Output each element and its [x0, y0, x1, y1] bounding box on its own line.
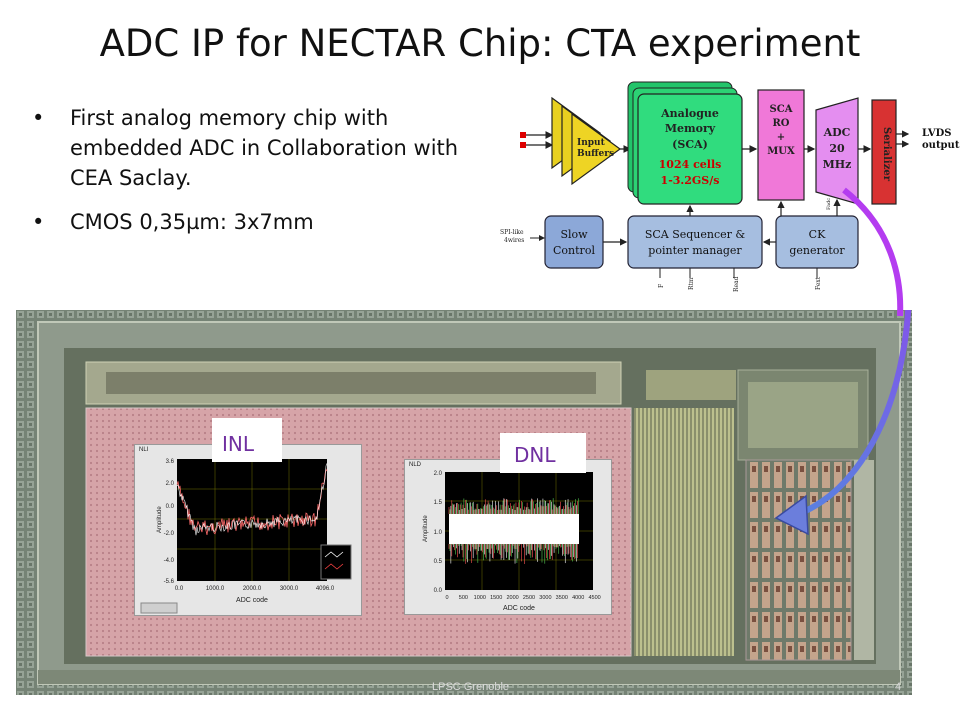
dnl-xtick: 1000	[474, 595, 486, 601]
dnl-xtick: 1500	[490, 595, 502, 601]
dnl-window-title: NLD	[409, 462, 422, 468]
spi-label: SPI-like	[500, 229, 524, 236]
svg-text:MHz: MHz	[823, 158, 852, 171]
dnl-chart: Amplitude 2.0 1.5 1.0 0.5 0.0 0 500 1000 15…	[423, 471, 601, 612]
inl-xtick: 3000.0	[280, 586, 299, 592]
memory-label: (SCA)	[672, 138, 708, 151]
svg-text:Slow: Slow	[560, 228, 588, 241]
sca-ro-mux-block: SCA RO + MUX	[757, 89, 805, 201]
slow-control-block: Slow Control	[544, 215, 604, 269]
analogue-memory-block: Analogue Memory (SCA) 1024 cells 1-3.2GS…	[627, 81, 743, 205]
memory-label: Memory	[665, 122, 716, 135]
dnl-xlabel: ADC code	[503, 605, 535, 612]
svg-text:Serializer: Serializer	[881, 127, 892, 182]
dnl-ytick: 0.5	[434, 559, 443, 565]
ck-generator-block: CK generator	[775, 215, 859, 269]
dnl-xtick: 2000	[506, 595, 518, 601]
svg-text:RO: RO	[772, 118, 789, 129]
adc-block: ADC 20 MHz	[815, 97, 859, 205]
pin-label: Fext	[815, 276, 822, 290]
outputs-label-line: outputs	[922, 140, 960, 151]
bullet-dot-icon: •	[32, 210, 45, 234]
inl-xlabel: ADC code	[236, 597, 268, 604]
pin-label: Fadc	[826, 198, 832, 210]
pin-label: Rtm	[688, 277, 695, 290]
svg-text:+: +	[777, 132, 785, 143]
svg-text:MUX: MUX	[767, 146, 795, 157]
dnl-ytick: 2.0	[434, 471, 443, 477]
bullet-text: CMOS 0,35µm: 3x7mm	[70, 210, 314, 234]
page-number: 4	[895, 681, 902, 693]
dnl-xtick: 3500	[556, 595, 568, 601]
dnl-tag-label: DNL	[514, 443, 556, 467]
inl-chart: Amplitude 3.6 2.0 0.0 -2.0 -4.0 -5.6 0.0…	[140, 459, 352, 614]
input-buffers-label: Buffers	[577, 149, 614, 159]
memory-label: Analogue	[660, 107, 719, 120]
inl-window-title: NLI	[139, 447, 149, 453]
dnl-plot-window: NLD Amplitude 2.0 1.5 1.0 0.5 0.0 0 500 10…	[404, 459, 612, 615]
inl-xtick: 2000.0	[243, 586, 262, 592]
dnl-xtick: 4000	[572, 595, 584, 601]
spi-label: 4wires	[504, 237, 524, 244]
inl-ytick: 0.0	[166, 504, 175, 510]
svg-text:20: 20	[829, 142, 845, 155]
dnl-ytick: 1.5	[434, 500, 443, 506]
bullet-dot-icon: •	[32, 106, 45, 130]
svg-text:Control: Control	[553, 244, 595, 257]
inl-plot-window: NLI Amplitude 3.6 2.0 0.0 -2.0 -4.0 -5.6…	[134, 444, 362, 616]
memory-spec: 1-3.2GS/s	[661, 174, 720, 187]
dnl-ylabel: Amplitude	[423, 515, 429, 542]
pin-label: Read	[733, 276, 740, 292]
inl-ytick: 3.6	[166, 459, 175, 465]
inl-xtick: 0.0	[175, 586, 184, 592]
bullet-item: • CMOS 0,35µm: 3x7mm	[28, 207, 498, 237]
pin-label: F	[658, 284, 665, 288]
dnl-tag: DNL	[500, 433, 586, 473]
slide-title: ADC IP for NECTAR Chip: CTA experiment	[99, 22, 861, 65]
dnl-ytick: 0.0	[434, 588, 443, 594]
inl-ytick: -2.0	[164, 531, 175, 537]
inl-ytick: -4.0	[164, 558, 175, 564]
footer-organization: LPSC Grenoble	[432, 681, 510, 693]
slide-footer: LPSC Grenoble 4	[0, 681, 960, 697]
input-buffers-block: Input Buffers	[551, 96, 622, 186]
dnl-xtick: 500	[459, 595, 468, 601]
svg-text:ADC: ADC	[823, 126, 851, 139]
svg-text:CK: CK	[809, 228, 826, 241]
inl-ytick: 2.0	[166, 481, 175, 487]
bullet-text: First analog memory chip with embedded A…	[70, 106, 459, 190]
lvds-outputs-label: LVDS outputs	[922, 128, 960, 152]
sca-sequencer-block: SCA Sequencer & pointer manager	[627, 215, 763, 269]
inl-ytick: -5.6	[164, 579, 175, 585]
svg-text:generator: generator	[789, 244, 845, 257]
serializer-block: Serializer	[871, 99, 897, 205]
dnl-xtick: 4500	[588, 595, 600, 601]
inl-tag-label: INL	[222, 432, 255, 456]
dnl-xtick: 0	[445, 595, 448, 601]
connector-arrow-icon	[842, 187, 904, 316]
inl-xtick: 4096.0	[316, 586, 335, 592]
memory-spec: 1024 cells	[659, 158, 722, 171]
dnl-xtick: 2500	[523, 595, 535, 601]
svg-text:SCA Sequencer &: SCA Sequencer &	[645, 228, 746, 241]
bullet-item: • First analog memory chip with embedded …	[28, 103, 498, 193]
block-diagram: Input Buffers Analogue Memory (SCA) 1024…	[500, 81, 910, 292]
dnl-ytick: 1.0	[434, 530, 443, 536]
inl-tag: INL	[212, 418, 282, 462]
inl-ylabel: Amplitude	[157, 506, 163, 533]
dnl-xtick: 3000	[539, 595, 551, 601]
input-buffers-label: Input	[577, 138, 606, 148]
svg-text:pointer manager: pointer manager	[648, 244, 742, 257]
svg-text:SCA: SCA	[770, 104, 793, 115]
bullet-list: • First analog memory chip with embedded …	[28, 103, 498, 251]
inl-xtick: 1000.0	[206, 586, 225, 592]
outputs-label-line: LVDS	[922, 128, 952, 139]
